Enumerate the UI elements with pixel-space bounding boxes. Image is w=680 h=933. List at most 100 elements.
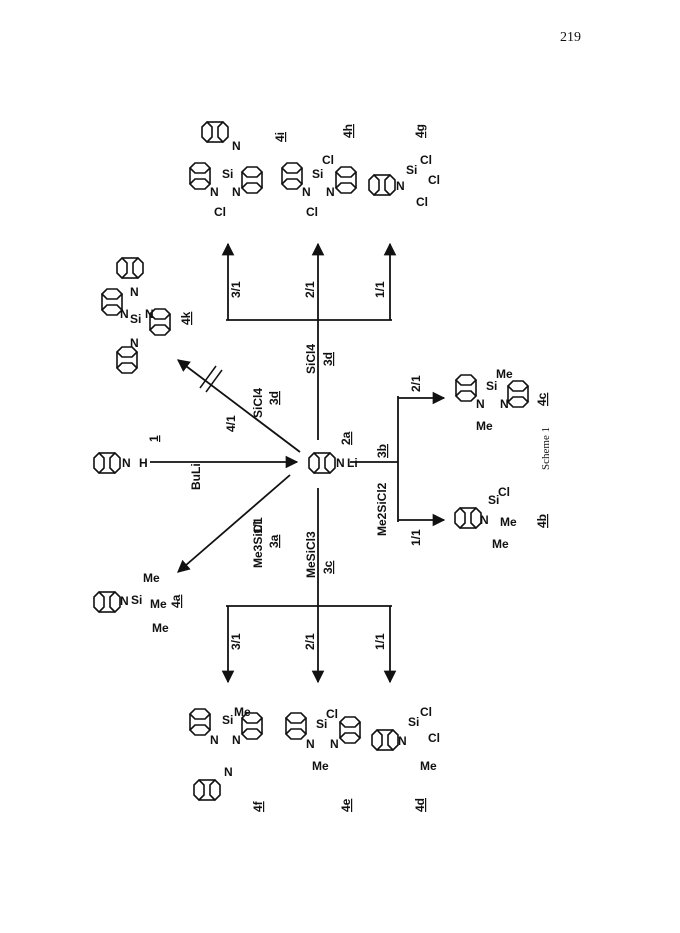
ratio-1-1: 1/1 <box>251 517 265 534</box>
atom-n: N <box>302 185 311 199</box>
atom-me: Me <box>492 537 509 551</box>
label-compound-4c: 4c <box>535 392 549 406</box>
ratio-1-1: 1/1 <box>373 281 387 298</box>
atom-cl: Cl <box>326 707 338 721</box>
atom-cl: Cl <box>416 195 428 209</box>
atom-n: N <box>232 139 241 153</box>
compound-4g: N Si Cl Cl Cl 4g <box>368 124 440 209</box>
atom-si: Si <box>222 167 233 181</box>
atom-n: N <box>396 179 405 193</box>
ratio-1-1: 1/1 <box>373 633 387 650</box>
atom-cl: Cl <box>306 205 318 219</box>
compound-1: N H 1 <box>93 435 161 474</box>
atom-n: N <box>330 737 339 751</box>
compound-4h: N Si Cl N Cl 4h <box>281 124 357 219</box>
ratio-4-1: 4/1 <box>224 415 238 432</box>
id-3d: 3d <box>267 391 281 405</box>
atom-me: Me <box>152 621 169 635</box>
label-compound-4i: 4i <box>273 132 287 142</box>
label-compound-4f: 4f <box>251 800 265 812</box>
atom-n: N <box>232 733 241 747</box>
branch-sicl4: SiCl4 3d 3/1 2/1 1/1 <box>221 242 397 440</box>
reagent-sicl4: SiCl4 <box>251 388 265 418</box>
atom-n: N <box>120 594 129 608</box>
atom-me: Me <box>496 367 513 381</box>
atom-si: Si <box>312 167 323 181</box>
atom-n: N <box>306 737 315 751</box>
atom-me: Me <box>500 515 517 529</box>
compound-4d: N Si Cl Cl Me 4d <box>371 705 440 812</box>
atom-me: Me <box>143 571 160 585</box>
atom-n: N <box>232 185 241 199</box>
atom-cl: Cl <box>214 205 226 219</box>
atom-me: Me <box>150 597 167 611</box>
atom-si: Si <box>408 715 419 729</box>
scheme-caption: Scheme 1 <box>540 426 552 470</box>
atom-cl: Cl <box>428 173 440 187</box>
id-3d: 3d <box>321 352 335 366</box>
reagent-me3sicl: Me3SiCl <box>251 521 265 568</box>
atom-si: Si <box>222 713 233 727</box>
reagent-buli: BuLi <box>189 463 203 490</box>
compound-4c: N Si Me N Me 4c <box>455 367 549 433</box>
compound-4a: N Si Me Me Me 4a <box>93 571 183 635</box>
label-compound-4g: 4g <box>413 124 427 138</box>
reagent-me2sicl2: Me2SiCl2 <box>375 482 389 536</box>
label-compound-4d: 4d <box>413 798 427 812</box>
ratio-2-1: 2/1 <box>409 375 423 392</box>
compound-4f: N Si Me N N 4f <box>189 705 265 812</box>
id-3b: 3b <box>375 444 389 458</box>
atom-n: N <box>210 733 219 747</box>
atom-si: Si <box>316 717 327 731</box>
ratio-3-1: 3/1 <box>229 633 243 650</box>
atom-me: Me <box>312 759 329 773</box>
atom-cl: Cl <box>420 705 432 719</box>
atom-n: N <box>145 307 154 321</box>
ratio-1-1: 1/1 <box>409 529 423 546</box>
atom-si: Si <box>488 493 499 507</box>
label-compound-4b: 4b <box>535 514 549 528</box>
compound-2a: N Li 2a <box>308 431 358 474</box>
atom-cl: Cl <box>322 153 334 167</box>
atom-si: Si <box>131 593 142 607</box>
branch-mesicl3: MeSiCl3 3c 3/1 2/1 1/1 <box>221 488 397 684</box>
label-compound-4a: 4a <box>169 594 183 608</box>
atom-n: N <box>476 397 485 411</box>
atom-n: N <box>120 307 129 321</box>
atom-n: N <box>130 285 139 299</box>
branch-me2sicl2: 3b Me2SiCl2 2/1 1/1 <box>350 375 446 546</box>
ratio-3-1: 3/1 <box>229 281 243 298</box>
atom-n: N <box>122 456 131 470</box>
compound-4b: N Si Cl Me Me 4b <box>454 485 549 551</box>
reagent-sicl4: SiCl4 <box>304 344 318 374</box>
atom-cl: Cl <box>420 153 432 167</box>
atom-n: N <box>480 513 489 527</box>
label-compound-4k: 4k <box>179 311 193 325</box>
atom-si: Si <box>406 163 417 177</box>
id-2a: 2a <box>339 431 353 445</box>
reagent-mesicl3: MeSiCl3 <box>304 531 318 578</box>
atom-n: N <box>130 336 139 350</box>
atom-n: N <box>336 456 345 470</box>
atom-me: Me <box>420 759 437 773</box>
atom-li: Li <box>347 456 358 470</box>
atom-si: Si <box>486 379 497 393</box>
id-3c: 3c <box>321 560 335 574</box>
compound-4e: N Si Cl N Me 4e <box>285 707 361 812</box>
atom-n: N <box>210 185 219 199</box>
atom-n: N <box>500 397 509 411</box>
label-compound-1: 1 <box>147 435 161 442</box>
label-compound-4e: 4e <box>339 798 353 812</box>
atom-n: N <box>398 734 407 748</box>
arrow-to-4k <box>176 359 301 453</box>
id-3a: 3a <box>267 534 281 548</box>
atom-cl: Cl <box>428 731 440 745</box>
atom-n: N <box>326 185 335 199</box>
atom-si: Si <box>130 312 141 326</box>
atom-n: N <box>224 765 233 779</box>
blocked-mark <box>205 369 223 393</box>
ratio-2-1: 2/1 <box>303 281 317 298</box>
ratio-2-1: 2/1 <box>303 633 317 650</box>
atom-me: Me <box>476 419 493 433</box>
